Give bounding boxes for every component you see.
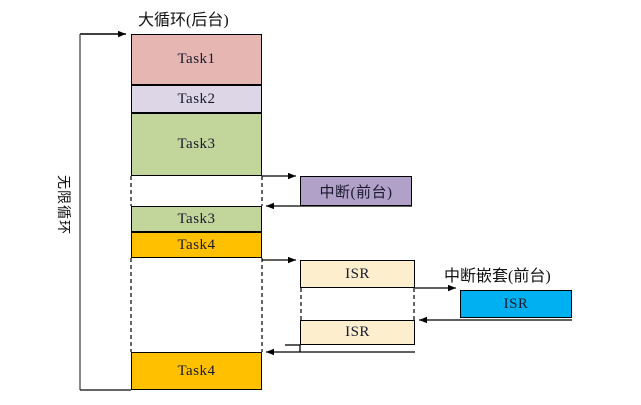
task-block-task2[interactable]: Task2 <box>131 85 262 113</box>
task-block-task4-upper[interactable]: Task4 <box>131 232 262 258</box>
task-block-task3-lower[interactable]: Task3 <box>131 206 262 232</box>
task-block-task1[interactable]: Task1 <box>131 34 262 85</box>
isr-block-bottom[interactable]: ISR <box>300 320 415 345</box>
task-block-task3-upper[interactable]: Task3 <box>131 113 262 176</box>
isr-block-nested[interactable]: ISR <box>460 290 572 318</box>
main-loop-title: 大循环(后台) <box>138 12 229 29</box>
task-block-task4-lower[interactable]: Task4 <box>131 352 262 390</box>
nested-interrupt-title: 中断嵌套(前台) <box>444 268 551 285</box>
interrupt-block[interactable]: 中断(前台) <box>300 176 412 206</box>
isr-block-top[interactable]: ISR <box>300 260 415 288</box>
infinite-loop-label: 无限循环 <box>55 175 70 235</box>
